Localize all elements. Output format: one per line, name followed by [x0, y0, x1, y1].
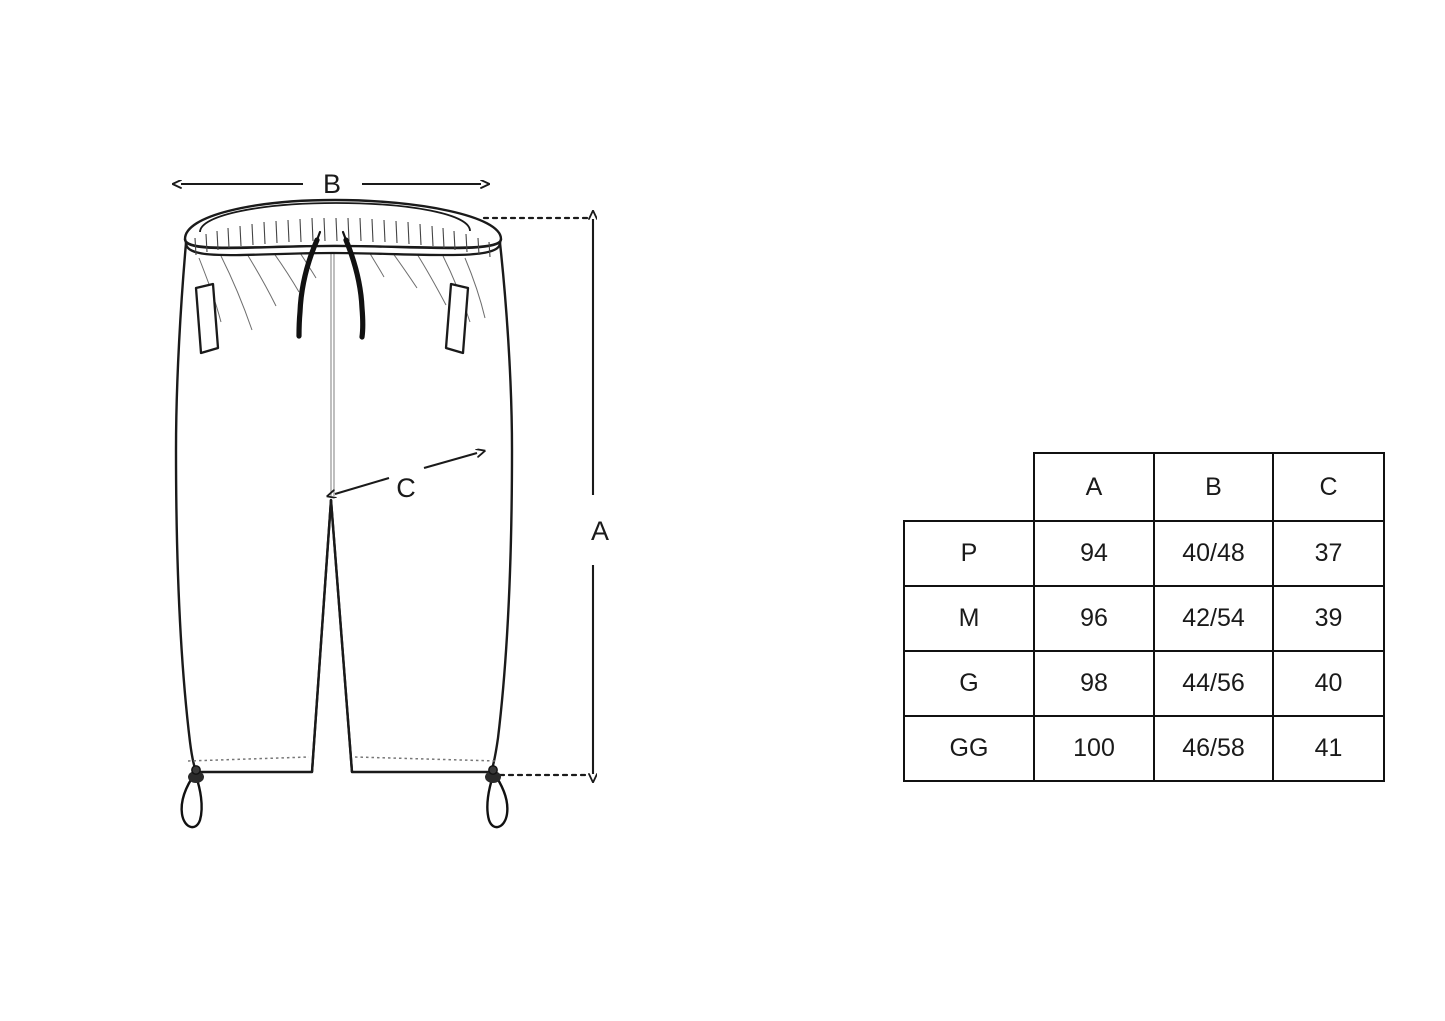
- dimension-c-group: C: [335, 453, 477, 503]
- cell-a: 100: [1033, 715, 1155, 782]
- column-header-b: B: [1153, 452, 1274, 522]
- cord-eyelet-left: [191, 765, 201, 775]
- waistband-rib-band: [183, 238, 503, 257]
- cuff-toggle-right: [485, 765, 509, 829]
- table-row: M 96 42/54 39: [903, 585, 1385, 652]
- cell-a: 94: [1033, 520, 1155, 587]
- table-row: GG 100 46/58 41: [903, 715, 1385, 782]
- table-corner-cell: [904, 453, 1034, 521]
- cell-a: 98: [1033, 650, 1155, 717]
- dimension-c-arrow-right: [423, 453, 477, 470]
- cord-eyelet-right: [488, 765, 498, 775]
- drawstring-right: [343, 237, 366, 340]
- cell-b: 44/56: [1153, 650, 1274, 717]
- cord-lock-right: [485, 771, 501, 783]
- table-row: P 94 40/48 37: [903, 520, 1385, 587]
- cuff-cord-loop-left: [180, 771, 203, 829]
- waistband-inner-rim: [199, 202, 471, 233]
- cuff-seam-left: [187, 756, 310, 762]
- cell-b: 46/58: [1153, 715, 1274, 782]
- cell-c: 39: [1272, 585, 1385, 652]
- row-size-label: P: [903, 520, 1035, 587]
- dimension-c-arrow-left: [335, 476, 390, 494]
- size-table-container: A B C P 94 40/48 37 M 96 42/54 39: [903, 452, 1385, 782]
- dimension-a-group: A: [482, 218, 609, 775]
- row-size-label: M: [903, 585, 1035, 652]
- row-size-label: GG: [903, 715, 1035, 782]
- drawstring-eyelet-tips: [315, 230, 348, 242]
- size-measurement-table: A B C P 94 40/48 37 M 96 42/54 39: [903, 452, 1385, 782]
- waistband-top-rim: [183, 198, 503, 249]
- row-size-label: G: [903, 650, 1035, 717]
- cell-b: 40/48: [1153, 520, 1274, 587]
- cord-lock-left: [188, 771, 204, 783]
- drawstring-left: [296, 237, 320, 339]
- pants-body-group: [174, 198, 514, 829]
- waistband-ribbing: [194, 217, 491, 258]
- cell-b: 42/54: [1153, 585, 1274, 652]
- cuff-seam-right: [354, 756, 498, 762]
- cell-c: 37: [1272, 520, 1385, 587]
- pocket-right: [444, 282, 470, 355]
- column-header-a: A: [1033, 452, 1155, 522]
- elastic-waistband: [183, 198, 503, 258]
- cell-c: 41: [1272, 715, 1385, 782]
- table-header: A B C: [904, 452, 1385, 522]
- cuff-toggle-left: [180, 765, 204, 829]
- table-header-row: A B C: [904, 452, 1385, 522]
- dimension-b-group: B: [181, 169, 481, 199]
- pants-illustration-svg: B A: [0, 169, 609, 829]
- garment-technical-drawing: B A: [0, 0, 700, 1021]
- column-header-c: C: [1272, 452, 1385, 522]
- cell-a: 96: [1033, 585, 1155, 652]
- table-body: P 94 40/48 37 M 96 42/54 39 G 98 44/56 4…: [903, 520, 1385, 782]
- drawstring-cord: [296, 237, 366, 340]
- pocket-left: [194, 282, 220, 355]
- cuff-cord-loop-right: [486, 771, 509, 829]
- dimension-a-label: A: [591, 516, 609, 546]
- cell-c: 40: [1272, 650, 1385, 717]
- inseam-left: [310, 499, 333, 773]
- dimension-c-label: C: [396, 473, 416, 503]
- dimension-b-label: B: [323, 169, 341, 199]
- table-row: G 98 44/56 40: [903, 650, 1385, 717]
- inseam-right: [329, 499, 354, 773]
